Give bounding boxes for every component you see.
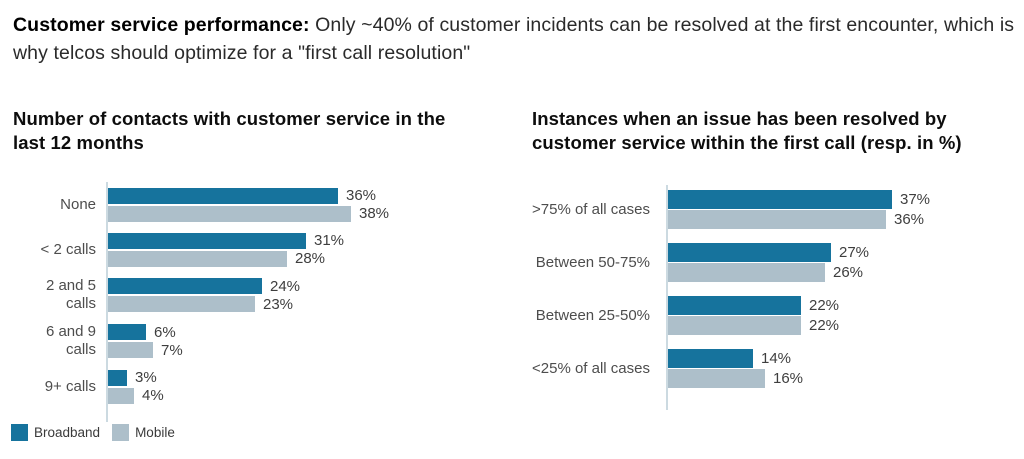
bar-line: 31% bbox=[108, 232, 344, 249]
chart-row: None 36%38% bbox=[12, 187, 389, 222]
chart-row: Between 25-50%22%22% bbox=[532, 296, 930, 335]
bar-line: 26% bbox=[668, 263, 869, 282]
value-label: 26% bbox=[833, 264, 864, 281]
category-label: <25% of all cases bbox=[532, 359, 650, 377]
chart-row: 2 and 5 calls 24%23% bbox=[12, 277, 389, 313]
bar-broadband bbox=[108, 187, 338, 204]
bar-line: 22% bbox=[668, 296, 839, 315]
category-label: 9+ calls bbox=[44, 377, 96, 395]
bar-line: 7% bbox=[108, 342, 183, 359]
value-label: 36% bbox=[346, 187, 377, 204]
bar-group: 3%4% bbox=[108, 369, 164, 404]
chart-row: Between 50-75%27%26% bbox=[532, 243, 930, 282]
bar-line: 22% bbox=[668, 316, 839, 335]
chart-row: 9+ calls 3%4% bbox=[12, 369, 389, 404]
legend-item-broadband: Broadband bbox=[11, 424, 100, 441]
y-axis-line bbox=[666, 185, 668, 410]
bar-broadband bbox=[668, 349, 753, 368]
bar-group: 14%16% bbox=[668, 349, 803, 388]
bar-mobile bbox=[108, 387, 134, 404]
bar-group: 37%36% bbox=[668, 190, 930, 229]
category-label: < 2 calls bbox=[40, 240, 96, 258]
value-label: 38% bbox=[359, 205, 390, 222]
value-label: 37% bbox=[900, 191, 931, 208]
bar-group: 27%26% bbox=[668, 243, 869, 282]
bar-group: 36%38% bbox=[108, 187, 389, 222]
bar-broadband bbox=[108, 369, 127, 386]
bar-broadband bbox=[668, 190, 892, 209]
bar-line: 36% bbox=[668, 210, 930, 229]
value-label: 22% bbox=[809, 317, 840, 334]
chart-row: < 2 calls 31%28% bbox=[12, 232, 389, 267]
bar-group: 22%22% bbox=[668, 296, 839, 335]
category-label: Between 50-75% bbox=[535, 253, 650, 271]
legend-item-mobile: Mobile bbox=[112, 424, 175, 441]
bar-line: 6% bbox=[108, 324, 183, 341]
value-label: 16% bbox=[773, 370, 804, 387]
bar-broadband bbox=[668, 243, 831, 262]
chart-title-resolution: Instances when an issue has been resolve… bbox=[532, 108, 962, 153]
value-label: 6% bbox=[154, 323, 176, 341]
bar-line: 14% bbox=[668, 349, 803, 368]
page-title: Customer service performance: Only ~40% … bbox=[13, 11, 1015, 67]
legend: Broadband Mobile bbox=[11, 424, 175, 441]
bar-mobile bbox=[668, 316, 801, 335]
category-label: Between 25-50% bbox=[535, 306, 650, 324]
legend-label: Mobile bbox=[135, 425, 175, 440]
value-label: 3% bbox=[135, 369, 157, 386]
chart-row: 6 and 9 calls 6%7% bbox=[12, 323, 389, 359]
bar-mobile bbox=[668, 263, 825, 282]
bar-line: 27% bbox=[668, 243, 869, 262]
bar-line: 28% bbox=[108, 250, 344, 267]
value-label: 24% bbox=[270, 277, 301, 295]
bar-broadband bbox=[668, 296, 801, 315]
bar-broadband bbox=[108, 324, 146, 340]
value-label: 28% bbox=[295, 250, 326, 267]
y-axis-line bbox=[106, 182, 108, 422]
legend-swatch bbox=[112, 424, 130, 441]
bar-mobile bbox=[668, 210, 886, 229]
bar-broadband bbox=[108, 278, 262, 294]
bar-line: 38% bbox=[108, 205, 389, 222]
bar-line: 23% bbox=[108, 296, 300, 313]
page-title-text: Only ~40% of customer incidents can be r… bbox=[13, 14, 1015, 64]
category-label: 2 and 5 calls bbox=[45, 277, 96, 312]
bar-line: 3% bbox=[108, 369, 164, 386]
page-title-lead: Customer service performance: bbox=[13, 14, 310, 36]
bar-mobile bbox=[108, 342, 153, 358]
bar-line: 37% bbox=[668, 190, 930, 209]
value-label: 4% bbox=[142, 387, 164, 404]
bar-group: 6%7% bbox=[108, 324, 183, 359]
bar-line: 36% bbox=[108, 187, 389, 204]
value-label: 27% bbox=[839, 244, 870, 261]
bar-broadband bbox=[108, 232, 306, 249]
value-label: 36% bbox=[894, 211, 925, 228]
value-label: 31% bbox=[314, 232, 345, 249]
legend-swatch bbox=[11, 424, 28, 441]
bar-line: 4% bbox=[108, 387, 164, 404]
chart-title-contacts: Number of contacts with customer service… bbox=[13, 108, 446, 153]
bar-line: 16% bbox=[668, 369, 803, 388]
category-label: >75% of all cases bbox=[532, 200, 650, 218]
category-label: None bbox=[60, 195, 96, 213]
legend-label: Broadband bbox=[34, 425, 101, 440]
bar-group: 24%23% bbox=[108, 278, 300, 313]
bar-mobile bbox=[108, 205, 351, 222]
value-label: 23% bbox=[263, 295, 294, 313]
value-label: 14% bbox=[761, 350, 792, 367]
bar-mobile bbox=[668, 369, 765, 388]
category-label: 6 and 9 calls bbox=[45, 323, 96, 358]
contacts-bar-chart: None 36%38% < 2 calls 31%28% 2 and 5 calls 24… bbox=[12, 182, 389, 422]
value-label: 22% bbox=[809, 297, 840, 314]
bar-mobile bbox=[108, 250, 287, 267]
value-label: 7% bbox=[161, 341, 183, 359]
bar-group: 31%28% bbox=[108, 232, 344, 267]
bar-mobile bbox=[108, 296, 255, 312]
bar-line: 24% bbox=[108, 278, 300, 295]
